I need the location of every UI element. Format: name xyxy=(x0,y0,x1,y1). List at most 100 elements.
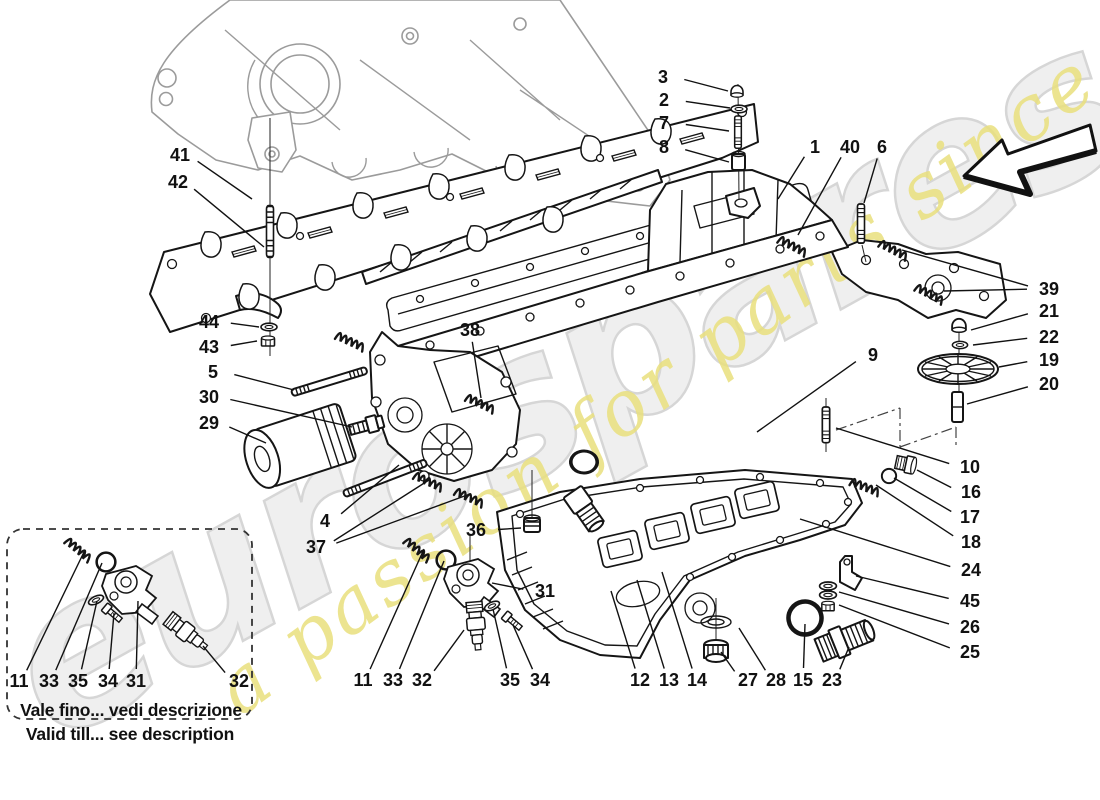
callout-2: 2 xyxy=(659,90,731,110)
oil-sump-upper-art xyxy=(369,169,849,482)
callout-21: 21 xyxy=(970,301,1059,331)
callout-number-29: 29 xyxy=(199,413,219,433)
callout-number-34: 34 xyxy=(530,670,550,690)
stud-6-art xyxy=(856,203,866,245)
callout-number-31: 31 xyxy=(126,671,146,691)
callout-12: 12 xyxy=(610,590,650,690)
callout-number-42: 42 xyxy=(168,172,188,192)
callout-number-25: 25 xyxy=(960,642,980,662)
callout-number-35: 35 xyxy=(500,670,520,690)
callout-22: 22 xyxy=(972,327,1059,347)
leader-line xyxy=(636,579,665,669)
leader-line xyxy=(799,518,951,568)
leader-line xyxy=(340,464,400,515)
leader-line xyxy=(336,493,471,544)
callout-number-41: 41 xyxy=(170,145,190,165)
callout-number-7: 7 xyxy=(659,113,669,133)
leader-line xyxy=(777,156,805,200)
stud-7-art xyxy=(733,115,743,150)
callout-number-4: 4 xyxy=(320,511,330,531)
callout-41: 41 xyxy=(170,145,253,200)
plug-16-art xyxy=(893,452,919,476)
callout-31: 31 xyxy=(126,600,146,691)
leader-line xyxy=(998,361,1028,368)
callout-number-24: 24 xyxy=(961,560,981,580)
note-line-english: Valid till... see description xyxy=(26,724,234,744)
callout-number-14: 14 xyxy=(687,670,707,690)
washer-26b-art xyxy=(818,590,838,600)
callout-42: 42 xyxy=(168,172,265,248)
direction-arrow-icon xyxy=(962,123,1098,197)
callout-number-8: 8 xyxy=(659,137,669,157)
washer-22-art xyxy=(951,340,969,350)
callout-number-33: 33 xyxy=(383,670,403,690)
callout-number-34: 34 xyxy=(98,671,118,691)
callout-44: 44 xyxy=(199,312,260,332)
callout-number-23: 23 xyxy=(822,670,842,690)
relief-valve-assembly-art xyxy=(402,536,525,652)
note-line-italian: Vale fino... vedi descrizione xyxy=(20,700,242,720)
callout-number-18: 18 xyxy=(961,532,981,552)
callout-number-40: 40 xyxy=(840,137,860,157)
oring-17-art xyxy=(880,467,898,485)
callout-number-16: 16 xyxy=(961,482,981,502)
nut-25-art xyxy=(821,600,835,612)
callout-number-11: 11 xyxy=(353,670,372,690)
leader-line xyxy=(80,600,98,670)
stud-5-art xyxy=(290,366,368,397)
side-bracket-art xyxy=(831,239,1007,319)
callout-11: 11 xyxy=(353,548,425,690)
callout-6: 6 xyxy=(863,137,887,204)
callout-35: 35 xyxy=(492,608,520,690)
leader-line xyxy=(108,612,115,670)
callout-number-43: 43 xyxy=(199,337,219,357)
callout-1: 1 xyxy=(777,137,820,200)
callout-number-11: 11 xyxy=(9,671,28,691)
callout-number-19: 19 xyxy=(1039,350,1059,370)
callout-number-20: 20 xyxy=(1039,374,1059,394)
callout-37: 37 xyxy=(306,479,471,557)
cap-nut-21-art xyxy=(951,317,967,334)
leader-line xyxy=(966,386,1029,405)
spring-art xyxy=(333,330,367,353)
washer-26a-art xyxy=(818,581,838,591)
leader-line xyxy=(970,313,1029,331)
callout-number-39: 39 xyxy=(1039,279,1059,299)
callout-number-32: 32 xyxy=(412,670,432,690)
callout-9: 9 xyxy=(756,345,878,433)
callout-number-44: 44 xyxy=(199,312,219,332)
plug-36-art xyxy=(523,470,541,533)
callout-10: 10 xyxy=(835,427,980,477)
callout-number-31: 31 xyxy=(535,581,555,601)
callout-33: 33 xyxy=(383,560,445,690)
callout-number-35: 35 xyxy=(68,671,88,691)
engine-block-art xyxy=(150,0,671,207)
leader-line xyxy=(193,188,265,248)
callout-8: 8 xyxy=(659,137,730,163)
leader-line xyxy=(333,479,430,542)
callout-7: 7 xyxy=(659,113,730,133)
callout-number-9: 9 xyxy=(868,345,878,365)
callout-number-30: 30 xyxy=(199,387,219,407)
leader-line xyxy=(943,288,1028,292)
callout-11: 11 xyxy=(9,551,85,691)
callout-number-38: 38 xyxy=(460,320,480,340)
callout-32: 32 xyxy=(412,629,465,690)
callout-number-17: 17 xyxy=(960,507,980,527)
leader-line xyxy=(491,582,524,590)
callout-number-12: 12 xyxy=(630,670,650,690)
stud-41-art xyxy=(265,204,275,259)
leader-line xyxy=(433,629,465,672)
callout-40: 40 xyxy=(797,137,860,236)
leader-line xyxy=(661,571,693,669)
bracket-45-art xyxy=(839,555,863,591)
oil-filter-art xyxy=(243,403,357,489)
washer-44-art xyxy=(260,322,278,332)
callout-number-22: 22 xyxy=(1039,327,1059,347)
union-23-art xyxy=(813,619,876,663)
leader-line xyxy=(855,575,949,600)
nut-43-art xyxy=(260,335,276,347)
